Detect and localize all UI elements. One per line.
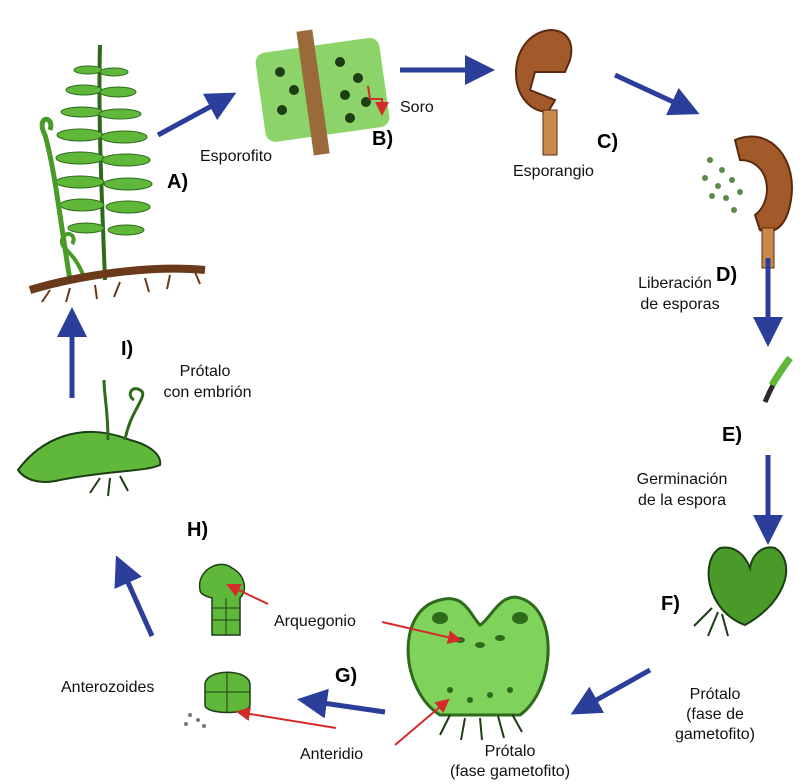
arrow-g-to-anterozoides	[302, 700, 385, 712]
stage-letter-a: A)	[167, 171, 188, 194]
label-protalo-f-line1: Prótalo	[665, 685, 765, 704]
large-prothallus-illustration	[408, 597, 548, 740]
arrow-c-to-d	[615, 75, 695, 112]
label-soro: Soro	[400, 98, 434, 117]
stage-letter-h: H)	[187, 519, 208, 542]
arrow-antheridium-to-h	[118, 560, 152, 636]
label-esporofito: Esporofito	[200, 147, 272, 166]
label-protalo-i-line2: con embrión	[145, 383, 270, 402]
label-liberacion-line1: Liberación	[620, 274, 730, 293]
label-liberacion-line2: de esporas	[620, 295, 740, 314]
pinna-with-sori-illustration	[254, 29, 390, 155]
label-protalo-i-line1: Prótalo	[150, 362, 260, 381]
label-protalo-f-line2: (fase de	[665, 705, 765, 724]
arrow-f-to-g	[575, 670, 650, 712]
heart-prothallus-illustration	[694, 547, 786, 636]
stage-letter-f: F)	[661, 593, 680, 616]
antheridium-illustration	[184, 672, 250, 728]
label-anteridio: Anteridio	[300, 745, 363, 764]
label-anterozoides: Anterozoides	[61, 678, 154, 697]
label-germinacion-line2: de la espora	[617, 491, 747, 510]
spore-release-illustration	[702, 136, 792, 268]
anteridio-to-antheridium-pointer	[238, 712, 336, 728]
label-protalo-f-line3: gametofito)	[660, 725, 770, 744]
stage-letter-b: B)	[372, 128, 393, 151]
prothallus-with-embryo-illustration	[18, 380, 160, 496]
label-protalo-g-line1: Prótalo	[440, 742, 580, 761]
label-protalo-g-line2: (fase gametofito)	[430, 762, 590, 781]
label-esporangio: Esporangio	[513, 162, 594, 181]
stage-letter-c: C)	[597, 131, 618, 154]
archegonium-illustration	[200, 564, 245, 635]
stage-letter-g: G)	[335, 665, 357, 688]
stage-letter-i: I)	[121, 338, 133, 361]
sporangium-illustration	[516, 30, 571, 155]
label-arquegonio: Arquegonio	[274, 612, 356, 631]
stage-letter-e: E)	[722, 424, 742, 447]
germinating-spore-illustration	[765, 358, 790, 402]
label-germinacion-line1: Germinación	[617, 470, 747, 489]
anteridio-to-g-pointer	[395, 700, 448, 745]
arrow-a-to-b	[158, 95, 232, 135]
